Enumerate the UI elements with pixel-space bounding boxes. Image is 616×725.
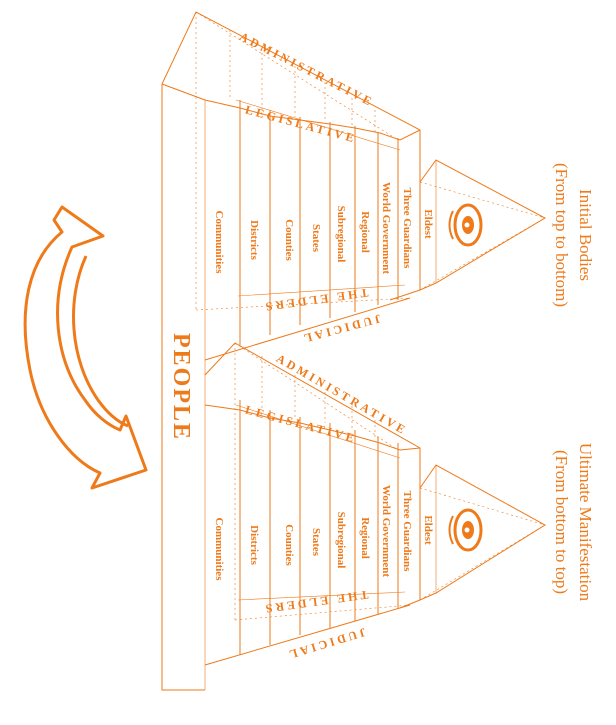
administrative-label: ADMINISTRATIVE [237, 29, 376, 109]
level-label: Regional [359, 211, 371, 253]
level-label: Districts [248, 525, 260, 565]
level-label: Subregional [335, 206, 347, 263]
judicial-label: JUDICIAL [285, 625, 368, 662]
level-label: Regional [359, 517, 371, 559]
pyramid-initial: Eldest ADMINISTRATIVE LEGISLATIVE THE EL… [161, 11, 595, 361]
caption-subtitle: (From bottom to top) [552, 450, 571, 594]
judicial-label: JUDICIAL [300, 311, 383, 346]
people-base: PEOPLE [161, 83, 206, 691]
legislative-label: LEGISLATIVE [244, 403, 359, 446]
level-label: States [310, 224, 322, 253]
capstone-label: Eldest [422, 515, 434, 545]
elders-label: THE ELDERS [262, 286, 369, 315]
legislative-label: LEGISLATIVE [244, 103, 359, 146]
caption-title: Initial Bodies [576, 189, 595, 281]
level-label: Subregional [335, 512, 347, 569]
people-label: PEOPLE [168, 333, 194, 441]
level-label: Three Guardians [401, 491, 413, 573]
level-label: Communities [213, 211, 225, 275]
level-label: Three Guardians [401, 188, 413, 270]
pyramid-ultimate: Eldest ADMINISTRATIVE LEGISLATIVE THE EL… [204, 342, 595, 666]
level-label: Districts [248, 220, 260, 260]
capstone-label: Eldest [422, 209, 434, 239]
level-label: World Government [380, 485, 392, 577]
curved-arrow-icon [23, 205, 148, 490]
capstone-ultimate: Eldest [419, 464, 546, 601]
level-label: Counties [283, 219, 295, 261]
caption-subtitle: (From top to bottom) [552, 163, 571, 307]
all-seeing-eye-icon [448, 508, 483, 552]
level-label: World Government [380, 182, 392, 274]
elders-label: THE ELDERS [262, 588, 369, 617]
level-label: Communities [213, 518, 225, 582]
caption-title: Ultimate Manifestation [576, 443, 595, 602]
level-label: States [310, 528, 322, 557]
capstone-initial: Eldest [419, 159, 547, 291]
level-label: Counties [283, 524, 295, 566]
all-seeing-eye-icon [448, 203, 483, 247]
